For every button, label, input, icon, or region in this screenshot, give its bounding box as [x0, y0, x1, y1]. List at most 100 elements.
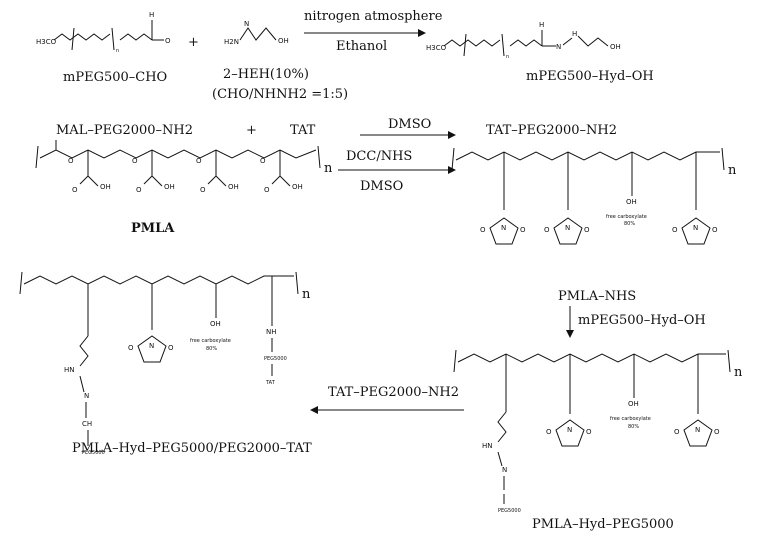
fp-oh-3: OH — [210, 320, 221, 328]
hyd-peg-tag: PEG5000 — [498, 508, 521, 514]
label-tat-peg: TAT–PEG2000–NH2 — [486, 123, 617, 138]
hyd-succ-n-1: N — [567, 426, 572, 434]
fp-peg-tag: PEG5000 — [82, 450, 105, 456]
aldehyde-chain — [119, 33, 153, 41]
cond-dmso-1: DMSO — [388, 117, 431, 132]
pmla-n: n — [324, 161, 333, 176]
pmla-backbone — [39, 149, 317, 159]
label-final-product: PMLA–Hyd–PEG5000/PEG2000–TAT — [72, 441, 312, 456]
nhs-bracket-r — [721, 147, 725, 171]
cond-tat-peg: TAT–PEG2000–NH2 — [328, 385, 459, 400]
fp-n: n — [302, 287, 311, 302]
fp-tat: TAT — [265, 380, 276, 386]
fp-ch: CH — [82, 420, 92, 428]
hyd-bracket-l — [453, 349, 457, 373]
pmla-o-bb-4: O — [260, 157, 266, 165]
label-pmla-hyd-peg: PMLA–Hyd–PEG5000 — [532, 517, 674, 532]
prod-h2: H — [572, 30, 577, 38]
pmla-oh-2: OH — [164, 183, 175, 191]
cond-pmla-nhs: PMLA–NHS — [558, 289, 636, 304]
fp-side-1-chain — [79, 335, 89, 367]
label-mal-peg: MAL–PEG2000–NH2 — [56, 123, 193, 138]
fp-peg2000-tag: PEG5000 — [264, 356, 287, 362]
cond-dmso-2: DMSO — [360, 179, 403, 194]
hyd-nn — [497, 451, 503, 467]
pmla-side-4c — [271, 175, 281, 185]
fp-bracket-r — [295, 271, 299, 295]
pmla-bracket-r — [317, 145, 321, 169]
heh-chain — [239, 27, 277, 41]
pmla-o-3: O — [200, 186, 206, 194]
label-mpeg-hyd-oh: mPEG500–Hyd–OH — [526, 69, 654, 84]
succ-n-2: N — [565, 224, 570, 232]
prod-h3co: H3CO — [426, 44, 447, 52]
succ-o-1a: O — [480, 226, 486, 234]
arrow-4-head — [566, 330, 574, 338]
hyd-succ-ring-2 — [683, 419, 713, 447]
pmla-o-bb-1: O — [68, 157, 74, 165]
succ-o-1b: O — [520, 226, 526, 234]
label-heh: 2–HEH(10%) — [223, 67, 309, 82]
hyd-80: 80% — [628, 424, 639, 430]
prod-chain-2 — [509, 39, 543, 47]
mpeg-hyd-oh-structure: H3CO n H N H OH — [426, 21, 621, 60]
pmla-hyd-peg-structure: n HN N PEG5000 N O O OH free carboxylate… — [453, 349, 743, 514]
pmla-oh-4: OH — [292, 183, 303, 191]
hyd-succ-n-2: N — [695, 426, 700, 434]
pmla-side-2b — [151, 175, 163, 187]
heh-structure: H2N N OH — [224, 20, 289, 46]
pmla-o-bb-3: O — [196, 157, 202, 165]
pmla-side-2c — [143, 175, 153, 185]
fp-succ-o-a: O — [128, 344, 134, 352]
heh-n: N — [244, 20, 249, 28]
fp-n2: N — [84, 392, 89, 400]
prod-oh: OH — [610, 43, 621, 51]
pmla-side-3b — [215, 175, 227, 187]
hyd-free-carb: free carboxylate — [610, 416, 651, 422]
hyd-succ-o-2a: O — [674, 428, 680, 436]
hyd-n2: N — [502, 466, 507, 474]
heh-oh: OH — [278, 37, 289, 45]
h2n-label: H2N — [224, 38, 239, 46]
prod-n1: N — [556, 43, 561, 51]
pmla-side-4b — [279, 175, 291, 187]
arrow-2-head — [448, 131, 456, 139]
hyd-backbone — [457, 353, 726, 363]
prod-peg-chain — [443, 39, 501, 47]
hyd-hn: HN — [482, 442, 493, 450]
succ-n-3: N — [693, 224, 698, 232]
bracket-left — [71, 27, 75, 51]
aldehyde-o: O — [165, 37, 171, 45]
prod-bracket-r — [501, 33, 505, 57]
nhs-oh-3: OH — [626, 198, 637, 206]
fp-succ-o-b: O — [168, 344, 174, 352]
pmla-side-1b — [87, 175, 99, 187]
pmla-oh-3: OH — [228, 183, 239, 191]
fp-hn: HN — [64, 366, 75, 374]
repeat-n: n — [116, 48, 119, 54]
nhs-free-carb: free carboxylate — [606, 214, 647, 220]
succ-o-3b: O — [712, 226, 718, 234]
hyd-n: n — [734, 365, 743, 380]
fp-80: 80% — [206, 346, 217, 352]
label-mpeg-cho: mPEG500–CHO — [63, 70, 167, 85]
cond-dcc: DCC/NHS — [346, 149, 412, 164]
bracket-right — [111, 27, 115, 51]
label-ratio: (CHO/NHNH2 =1:5) — [212, 87, 348, 102]
pmla-side-1c — [79, 175, 89, 185]
prod-nn — [562, 37, 573, 46]
succ-o-2a: O — [544, 226, 550, 234]
succ-ring-2 — [553, 217, 583, 245]
pmla-o-4: O — [264, 186, 270, 194]
pmla-o-1: O — [72, 186, 78, 194]
fp-succ-ring — [137, 335, 167, 363]
nhs-backbone — [455, 151, 720, 161]
succ-ring-1 — [489, 217, 519, 245]
peg-chain-bond — [53, 33, 111, 41]
succ-n-1: N — [501, 224, 506, 232]
hyd-succ-o-1a: O — [546, 428, 552, 436]
fp-succ-n: N — [149, 342, 154, 350]
arrow-1-head — [418, 29, 426, 37]
